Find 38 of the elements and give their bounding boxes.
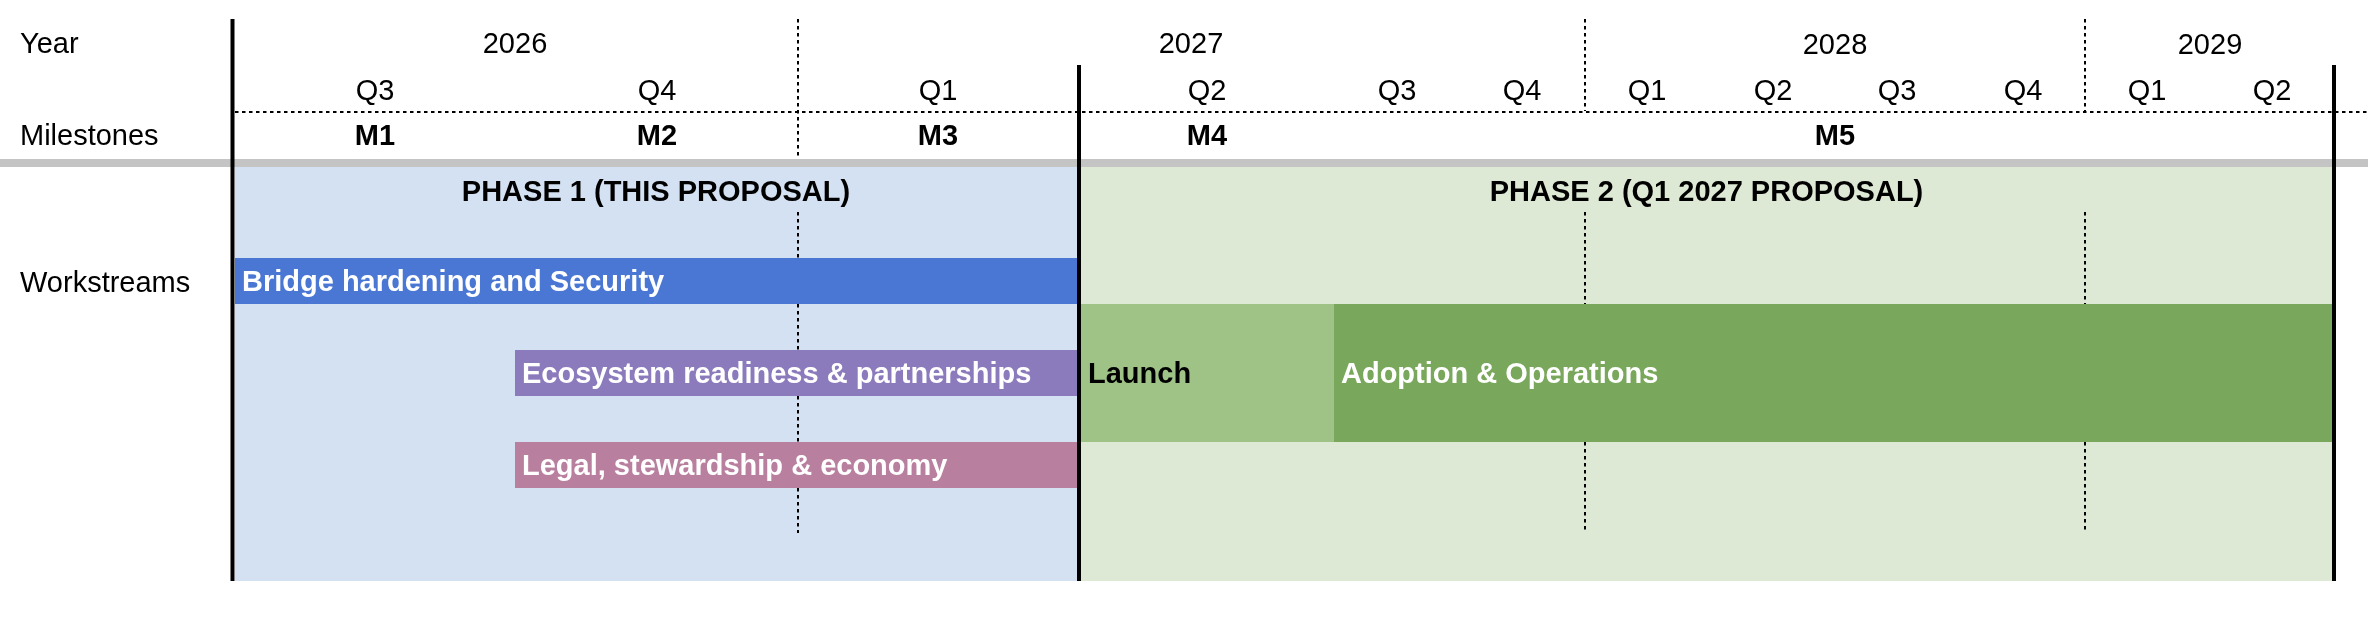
workstream-bar [515, 442, 1077, 488]
milestone-label: M4 [1186, 118, 1228, 152]
phase-band [235, 167, 1077, 581]
quarter-label: Q2 [2252, 73, 2292, 107]
phase-title: PHASE 1 (THIS PROPOSAL) [461, 174, 851, 208]
row-header: Workstreams [20, 265, 191, 299]
workstream-label: Adoption & Operations [1341, 356, 1659, 390]
phase-band [1081, 167, 2332, 581]
quarter-label: Q1 [2127, 73, 2167, 107]
quarter-label: Q2 [1753, 73, 1793, 107]
quarter-label: Q3 [1877, 73, 1917, 107]
year-label: 2027 [1158, 26, 1224, 60]
quarter-label: Q3 [1377, 73, 1417, 107]
year-label: 2029 [2177, 27, 2243, 61]
quarter-label: Q2 [1187, 73, 1227, 107]
workstream-label: Ecosystem readiness & partnerships [522, 356, 1032, 390]
phase-title: PHASE 2 (Q1 2027 PROPOSAL) [1489, 174, 1924, 208]
quarter-label: Q4 [637, 73, 677, 107]
workstream-bar [235, 258, 1077, 304]
quarter-label: Q1 [918, 73, 958, 107]
year-label: 2026 [482, 26, 548, 60]
milestone-label: M3 [917, 118, 959, 152]
quarter-label: Q1 [1627, 73, 1667, 107]
workstream-label: Launch [1088, 356, 1192, 390]
workstream-bar [515, 350, 1077, 396]
quarter-label: Q4 [1502, 73, 1542, 107]
row-header: Year [20, 26, 79, 60]
row-header: Milestones [20, 118, 159, 152]
quarter-label: Q3 [355, 73, 395, 107]
quarter-label: Q4 [2003, 73, 2043, 107]
workstream-label: Legal, stewardship & economy [522, 448, 948, 482]
workstream-bar [1081, 304, 1334, 442]
milestone-label: M2 [636, 118, 678, 152]
workstream-label: Bridge hardening and Security [242, 264, 665, 298]
year-label: 2028 [1802, 27, 1868, 61]
milestone-label: M5 [1814, 118, 1856, 152]
milestone-label: M1 [354, 118, 396, 152]
workstream-bar [1334, 304, 2332, 442]
